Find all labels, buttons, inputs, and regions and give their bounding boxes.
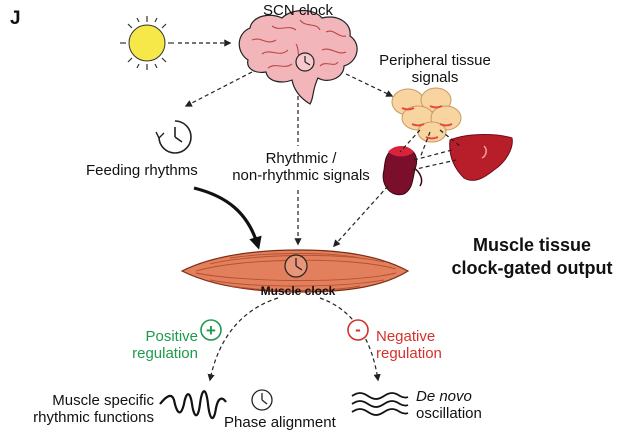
muscle-specific-line-2: rhythmic functions	[33, 409, 154, 426]
de-novo-label: De novo oscillation	[416, 388, 482, 422]
rhythmic-signals-label: Rhythmic / non-rhythmic signals	[226, 150, 376, 184]
negative-regulation-label: Negative regulation	[376, 328, 442, 362]
output-line-2: clock-gated output	[451, 258, 613, 278]
de-novo-text: De novo	[416, 388, 472, 405]
muscle-specific-label: Muscle specific rhythmic functions	[24, 392, 154, 426]
scn-to-peripheral-arrow	[345, 73, 394, 97]
muscle-icon	[180, 249, 410, 293]
peripheral-line-2: signals	[411, 69, 459, 86]
negative-regulation-arrow	[319, 297, 381, 382]
muscle-clock-icon	[284, 254, 308, 278]
positive-symbol: +	[206, 321, 216, 340]
muscle-specific-line-1: Muscle specific	[52, 392, 154, 409]
brain-clock-icon	[295, 52, 315, 72]
output-label: Muscle tissue clock-gated output	[434, 234, 630, 280]
oscillation-wave-icon	[351, 392, 409, 416]
peripheral-line-1: Peripheral tissue	[379, 52, 491, 69]
muscle-clock-label: Muscle clock	[260, 284, 336, 298]
phase-alignment-label: Phase alignment	[224, 414, 336, 431]
peripheral-signals-label: Peripheral tissue signals	[360, 52, 510, 86]
output-line-1: Muscle tissue	[472, 235, 592, 255]
kidney-icon	[382, 146, 423, 196]
rhythmic-line-2: non-rhythmic signals	[232, 167, 370, 184]
positive-symbol-icon: +	[200, 319, 222, 341]
oscillation-text: oscillation	[416, 405, 482, 422]
rhythmic-line-1: Rhythmic /	[265, 150, 337, 167]
negative-line-2: regulation	[376, 345, 442, 362]
panel-label: J	[10, 8, 21, 29]
positive-line-1: Positive	[145, 328, 198, 345]
scn-clock-label: SCN clock	[262, 2, 333, 19]
liver-icon	[449, 134, 513, 181]
feeding-rhythms-label: Feeding rhythms	[86, 162, 198, 179]
peripheral-to-muscle-arrow	[333, 185, 389, 248]
feeding-to-muscle-arrow	[193, 186, 262, 250]
negative-line-1: Negative	[376, 328, 436, 345]
adipose-icon	[391, 87, 462, 143]
negative-symbol: -	[355, 320, 361, 339]
positive-regulation-label: Positive regulation	[128, 328, 198, 362]
scn-to-feeding-arrow	[184, 71, 253, 107]
sun-icon	[120, 16, 174, 70]
positive-line-2: regulation	[132, 345, 198, 362]
positive-regulation-arrow	[207, 297, 279, 382]
feeding-clock-icon	[155, 120, 192, 154]
tissue-connectors	[399, 129, 461, 171]
rhythmic-wave-icon	[159, 390, 227, 420]
brain-icon	[238, 9, 358, 105]
phase-clock-icon	[251, 389, 273, 411]
negative-symbol-icon: -	[347, 319, 369, 341]
